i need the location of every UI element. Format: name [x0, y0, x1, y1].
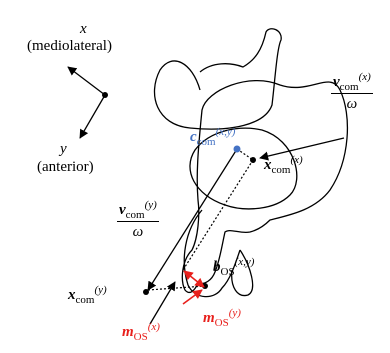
axis-indicator [67, 66, 108, 139]
mos-y-red-arrow [183, 270, 205, 288]
vcom-x-over-omega-label: vcom(x) ω [331, 71, 373, 112]
margin-of-stability [149, 270, 205, 325]
heel-outline [183, 209, 241, 298]
xcom-y-horizontal-dotted [147, 285, 206, 291]
xcom-projection-dotted [236, 148, 254, 161]
xcom-x-to-y-dotted [182, 159, 254, 271]
shank-outline [153, 28, 282, 130]
bos-label: bOS(x,y) [213, 256, 255, 278]
mos-y-label: mOS(y) [203, 307, 241, 329]
y-axis-description: (anterior) [37, 159, 94, 175]
foot-body-outline [181, 80, 348, 294]
com-point [233, 145, 241, 153]
y-axis-letter: y [60, 141, 67, 157]
mos-x-label: mOS(x) [122, 321, 160, 343]
vcom-y-over-omega-label: vcom(y) ω [117, 199, 159, 240]
mos-x-red-arrow [182, 289, 203, 305]
xcom-y-label: xcom(y) [68, 284, 107, 306]
mos-x-arrow [149, 281, 176, 325]
com-velocity-arrow [259, 137, 345, 161]
x-axis-letter: x [80, 21, 87, 37]
x-axis-arrow [67, 66, 106, 96]
y-axis-arrow [79, 94, 106, 139]
toe-outline [231, 249, 254, 297]
xcom-x-point [250, 157, 256, 163]
com-label: ccom(x,y) [190, 126, 236, 148]
com-geometry [143, 137, 345, 295]
xcom-y-point [143, 289, 149, 295]
x-axis-description: (mediolateral) [27, 38, 112, 54]
ycom-velocity-arrow [147, 148, 238, 291]
axis-origin-dot [102, 92, 108, 98]
xcom-x-label: xcom(x) [264, 154, 303, 176]
